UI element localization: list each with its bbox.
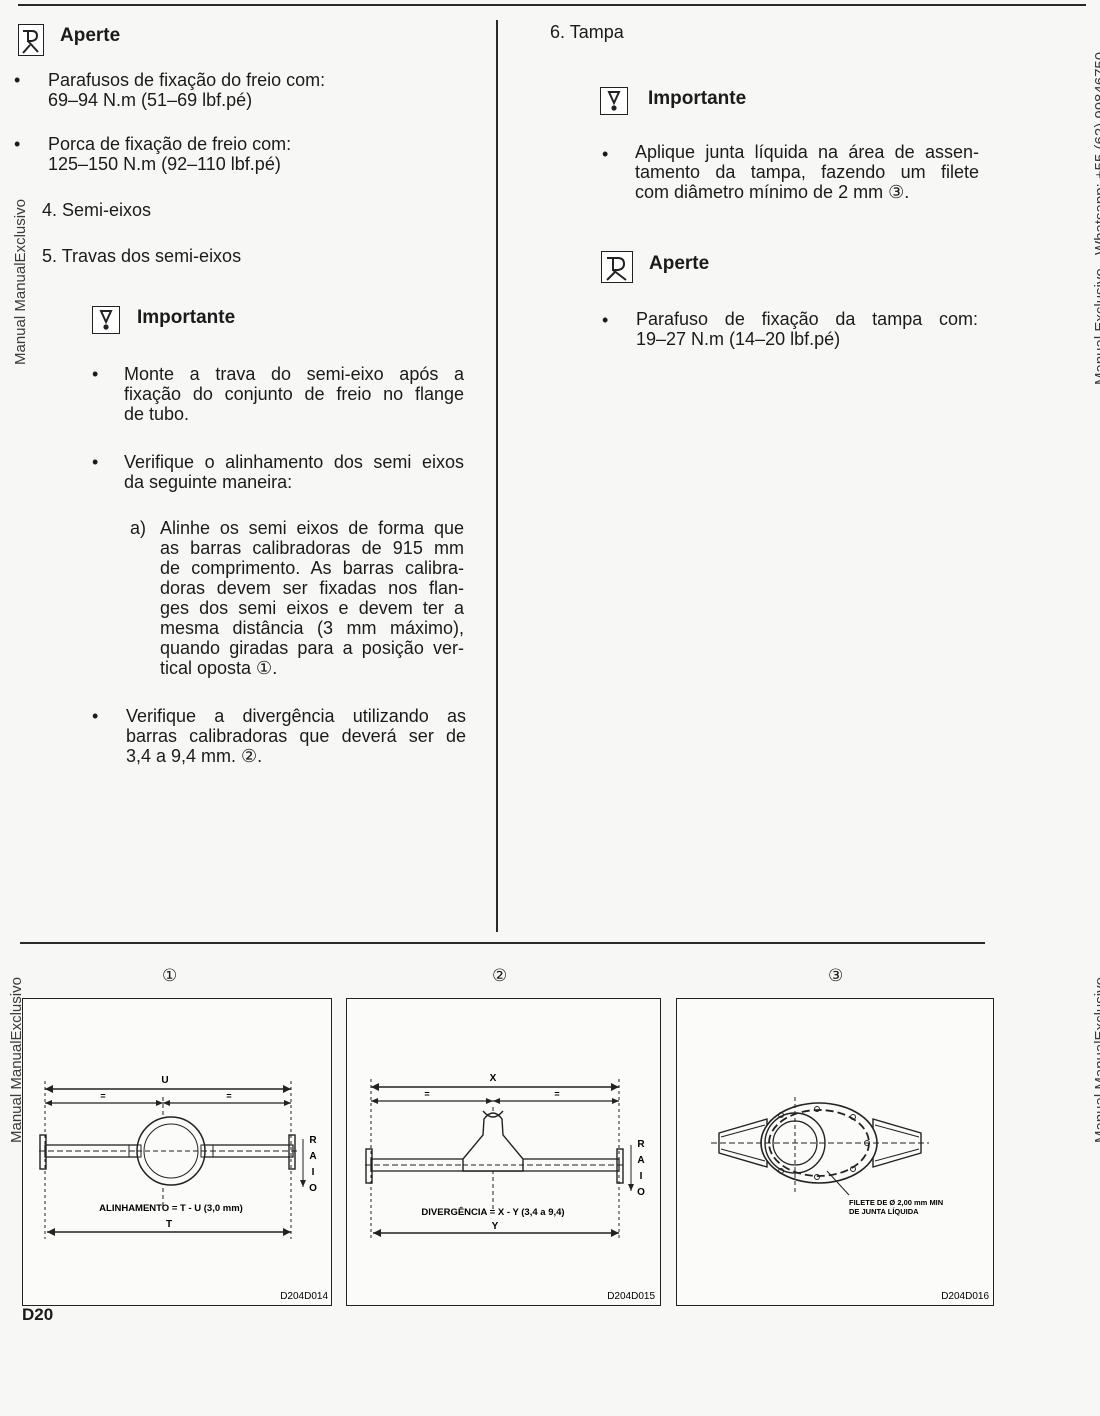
torque-wrench-icon bbox=[18, 24, 44, 56]
figure-2-code: D204D015 bbox=[607, 1291, 655, 1302]
figure-2-divergence: X = = R A I O DIVERGÊNCIA = X - Y (3,4 a… bbox=[346, 998, 661, 1306]
raio-letter: O bbox=[309, 1183, 317, 1194]
importante-b2: Verifique o alinhamento dos semi eixos d… bbox=[124, 452, 464, 492]
bullet-dot: • bbox=[14, 134, 21, 154]
figures-rule bbox=[20, 942, 985, 944]
raio-letter: I bbox=[640, 1171, 643, 1182]
warning-icon bbox=[92, 306, 120, 334]
side-watermark-right-bottom: Manual ManualExclusivo bbox=[1092, 977, 1100, 1143]
figure-3-code: D204D016 bbox=[941, 1291, 989, 1302]
label-y: Y bbox=[492, 1221, 499, 1232]
side-watermark-left-top: Manual ManualExclusivo bbox=[12, 199, 29, 365]
divergence-formula: DIVERGÊNCIA = X - Y (3,4 a 9,4) bbox=[421, 1206, 564, 1218]
sealant-note-line2: DE JUNTA LÍQUIDA bbox=[849, 1207, 919, 1216]
figure-1-code: D204D014 bbox=[280, 1291, 328, 1302]
column-divider bbox=[496, 20, 498, 932]
equal-mark: = bbox=[226, 1091, 231, 1101]
figure-3-sealant: FILETE DE Ø 2,00 mm MIN DE JUNTA LÍQUIDA… bbox=[676, 998, 994, 1306]
raio-letter: A bbox=[637, 1155, 644, 1166]
step-a-label: a) bbox=[130, 518, 147, 538]
equal-mark: = bbox=[424, 1089, 429, 1099]
figure-3-number: ③ bbox=[828, 966, 844, 985]
label-u: U bbox=[161, 1075, 168, 1086]
warning-icon bbox=[600, 87, 628, 115]
sealant-note-line1: FILETE DE Ø 2,00 mm MIN bbox=[849, 1198, 943, 1207]
figure-2-number: ② bbox=[492, 966, 508, 985]
item-6-title: 6. Tampa bbox=[550, 22, 624, 42]
step-a-text: Alinhe os semi eixos de forma que as bar… bbox=[160, 518, 464, 678]
bullet-dot: • bbox=[602, 310, 609, 330]
label-t: T bbox=[166, 1219, 172, 1230]
torque-spec-1-line2: 69–94 N.m (51–69 lbf.pé) bbox=[48, 90, 253, 110]
tampa-torque-text: Parafuso de fixação da tampa com: 19–27 … bbox=[636, 309, 978, 349]
raio-letter: I bbox=[312, 1167, 315, 1178]
raio-letter: R bbox=[637, 1139, 645, 1150]
torque-spec-2-line2: 125–150 N.m (92–110 lbf.pé) bbox=[48, 154, 281, 174]
tampa-importante-text: Aplique junta líquida na área de assen- … bbox=[635, 142, 979, 202]
top-rule bbox=[18, 4, 1086, 6]
alignment-formula: ALINHAMENTO = T - U (3,0 mm) bbox=[99, 1203, 243, 1214]
bullet-dot: • bbox=[602, 144, 609, 164]
torque-spec-2-line1: Porca de fixação de freio com: bbox=[48, 134, 292, 154]
equal-mark: = bbox=[100, 1091, 105, 1101]
equal-mark: = bbox=[554, 1089, 559, 1099]
raio-letter: O bbox=[637, 1187, 645, 1198]
figure-1-alignment: U = = R A I O ALINHAMENTO = T - U (3,0 m… bbox=[22, 998, 332, 1306]
aperte-heading: Aperte bbox=[60, 25, 121, 46]
torque-wrench-icon bbox=[601, 251, 633, 283]
importante-heading-right: Importante bbox=[648, 88, 747, 109]
aperte-heading-right: Aperte bbox=[649, 253, 710, 274]
figure-1-number: ① bbox=[162, 966, 178, 985]
side-watermark-right-top: Manual Exclusivo - Whatsapp: +55 (62) 99… bbox=[1092, 51, 1100, 385]
label-x: X bbox=[490, 1073, 497, 1084]
bullet-dot: • bbox=[92, 452, 99, 472]
importante-heading-left: Importante bbox=[137, 307, 236, 328]
bullet-dot: • bbox=[14, 70, 21, 90]
item-5-title: 5. Travas dos semi-eixos bbox=[42, 246, 242, 266]
bullet-dot: • bbox=[92, 706, 99, 726]
page-number: D20 bbox=[22, 1305, 54, 1324]
raio-letter: R bbox=[309, 1135, 317, 1146]
item-4-title: 4. Semi-eixos bbox=[42, 200, 152, 220]
importante-b3: Verifique a divergência utilizando as ba… bbox=[126, 706, 466, 766]
torque-spec-1-line1: Parafusos de fixação do freio com: bbox=[48, 70, 326, 90]
raio-letter: A bbox=[309, 1151, 316, 1162]
bullet-dot: • bbox=[92, 364, 99, 384]
importante-b1: Monte a trava do semi-eixo após a fixaçã… bbox=[124, 364, 464, 424]
